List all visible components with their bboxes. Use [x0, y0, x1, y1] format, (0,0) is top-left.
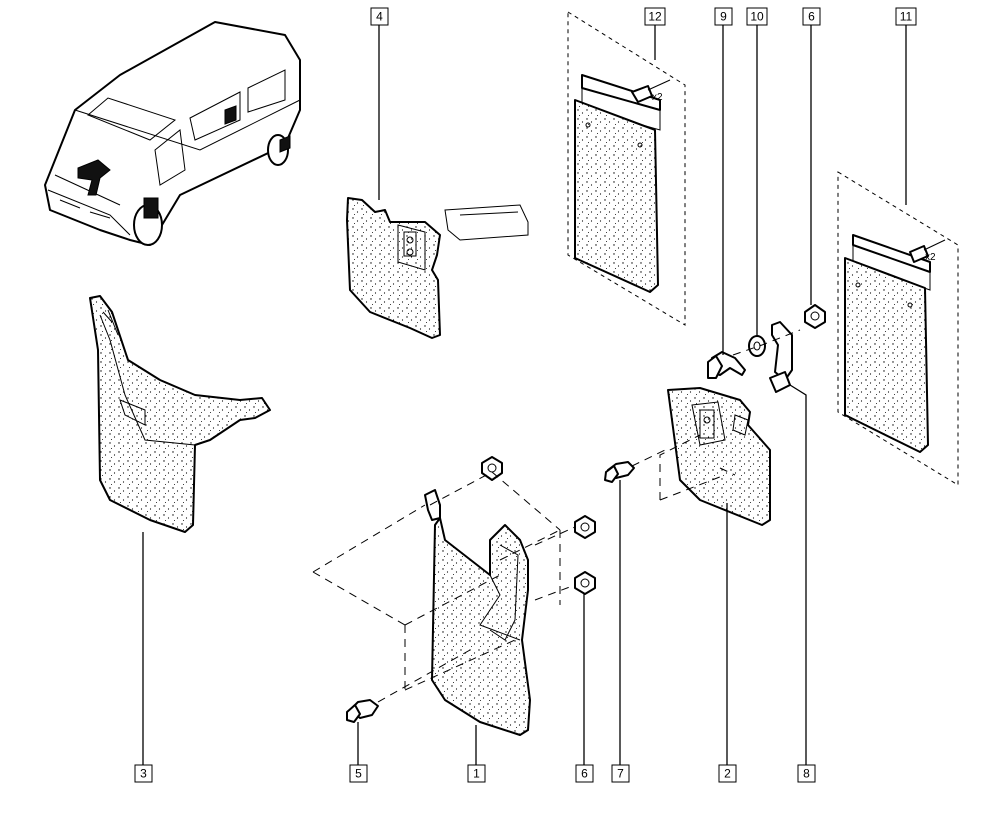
- assembly-lines-2: [659, 434, 736, 501]
- assembly-lines-1: [312, 471, 576, 703]
- callout-9: 9: [714, 7, 733, 26]
- svg-text:11: 11: [900, 10, 913, 24]
- svg-text:1: 1: [473, 767, 480, 781]
- bolt-5: [346, 699, 379, 723]
- svg-text:6: 6: [581, 767, 588, 781]
- callout-6-bottom: 6: [575, 764, 594, 783]
- callout-6-top: 6: [802, 7, 821, 26]
- svg-text:9: 9: [720, 10, 727, 24]
- part-3-front-mudflap: [89, 295, 271, 533]
- callout-3: 3: [134, 764, 153, 783]
- callout-11: 11: [895, 7, 917, 26]
- nut-6-bottom: [574, 571, 596, 595]
- callout-7: 7: [611, 764, 630, 783]
- part-1-mudflap: [424, 489, 531, 736]
- bolt-7: [604, 461, 635, 483]
- part-4-mudflap: [346, 197, 529, 339]
- quantity-note-12: x2: [652, 92, 663, 103]
- svg-text:6: 6: [808, 10, 815, 24]
- nut-b: [574, 515, 596, 539]
- svg-text:4: 4: [376, 10, 383, 24]
- callout-4: 4: [370, 7, 389, 26]
- leader-8: [789, 384, 807, 765]
- svg-text:2: 2: [724, 767, 731, 781]
- svg-text:7: 7: [617, 767, 624, 781]
- nut-a: [481, 456, 503, 481]
- part-12-mudflap-kit: x2: [567, 11, 686, 326]
- svg-text:8: 8: [803, 767, 810, 781]
- callout-10: 10: [746, 7, 768, 26]
- callout-12: 12: [644, 7, 666, 26]
- callout-2: 2: [718, 764, 737, 783]
- svg-text:3: 3: [140, 767, 147, 781]
- svg-text:5: 5: [355, 767, 362, 781]
- svg-text:12: 12: [648, 10, 662, 24]
- quantity-note-11: x2: [925, 252, 936, 263]
- callout-5: 5: [349, 764, 368, 783]
- assembly-line-9: [732, 329, 801, 356]
- part-2-mudflap: [667, 387, 771, 526]
- part-11-mudflap-kit: x2: [837, 171, 959, 486]
- callout-1: 1: [467, 764, 486, 783]
- assembly-line-7: [631, 449, 666, 467]
- callout-8: 8: [797, 764, 816, 783]
- van-illustration: [44, 21, 301, 246]
- bracket-8: [769, 321, 793, 393]
- washer-10: [748, 335, 766, 357]
- svg-text:10: 10: [750, 10, 764, 24]
- bolt-9: [707, 351, 746, 379]
- nut-6-top: [804, 304, 826, 329]
